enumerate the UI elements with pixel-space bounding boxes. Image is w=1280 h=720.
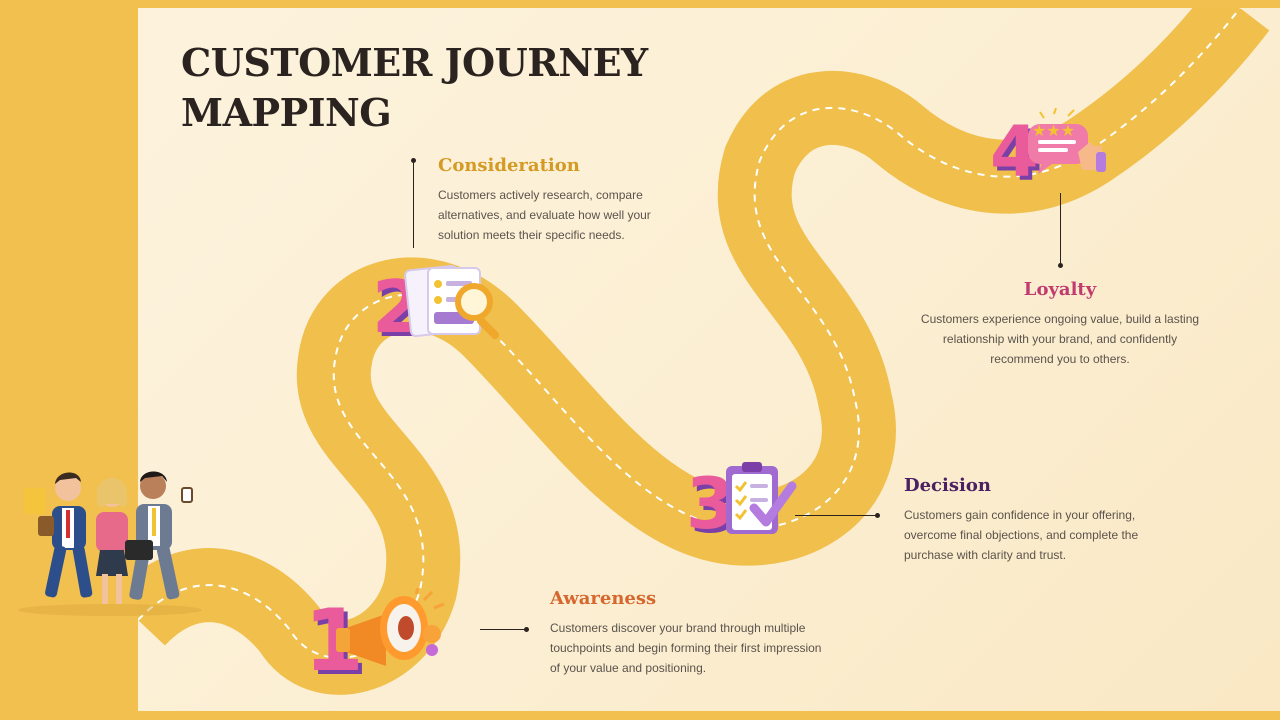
loyalty-title: Loyalty	[1023, 279, 1097, 300]
decision-connector-line	[795, 515, 877, 516]
loyalty-connector-line	[1060, 193, 1061, 265]
awareness-description: Customers discover your brand through mu…	[550, 621, 822, 675]
svg-text:★★★: ★★★	[1032, 121, 1075, 140]
decision-connector-dot	[875, 513, 880, 518]
rating-thumbs-up-icon: 4 4 ★★★	[990, 108, 1106, 188]
megaphone-icon: 1 1	[306, 588, 445, 684]
consideration-description: Customers actively research, compare alt…	[438, 188, 651, 242]
page-title: CUSTOMER JOURNEY MAPPING	[181, 38, 648, 138]
left-frame-band	[0, 0, 138, 720]
awareness-connector-dot	[524, 627, 529, 632]
page-title-line-2: MAPPING	[181, 90, 392, 135]
loyalty-connector-dot	[1058, 263, 1063, 268]
decision-title: Decision	[904, 475, 991, 496]
loyalty-description: Customers experience ongoing value, buil…	[920, 312, 1200, 366]
decision-description: Customers gain confidence in your offeri…	[904, 508, 1139, 562]
walking-people-illustration	[18, 471, 202, 616]
awareness-title: Awareness	[550, 588, 657, 609]
clipboard-check-icon: 3 3	[688, 462, 797, 538]
consideration-connector-line	[413, 160, 414, 248]
awareness-connector-line	[480, 629, 526, 630]
magnifier-document-icon: 2 2	[374, 264, 500, 348]
page-title-line-1: CUSTOMER JOURNEY	[181, 40, 648, 85]
consideration-title: Consideration	[438, 155, 580, 176]
